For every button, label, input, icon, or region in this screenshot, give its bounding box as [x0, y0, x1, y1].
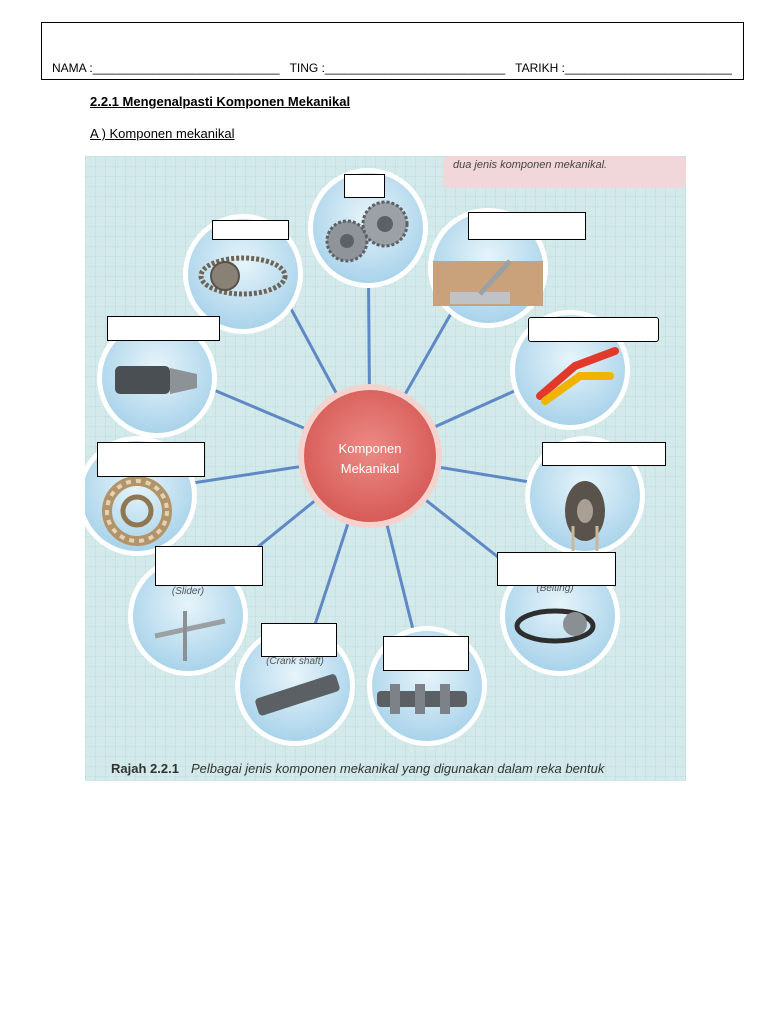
drill-chuck-icon [115, 366, 170, 394]
chain-icon [198, 255, 288, 297]
answer-blank-pliers[interactable] [528, 317, 659, 342]
crankshaft-icon [255, 674, 340, 716]
answer-blank-pulley[interactable] [542, 442, 666, 466]
belting-hint: (Belting) [536, 583, 573, 594]
slider-node: (Slider) [128, 556, 248, 676]
slider-hint: (Slider) [172, 586, 204, 597]
ting-label: TING : [289, 61, 325, 75]
chain-sprocket-node [183, 214, 303, 334]
answer-blank-sprocket[interactable] [212, 220, 289, 240]
student-info-box: NAMA :____________________________ TING … [41, 22, 744, 80]
bevel-gear-node [308, 168, 428, 288]
figure-caption-text: Pelbagai jenis komponen mekanikal yang d… [191, 761, 606, 776]
answer-blank-bearing[interactable] [97, 442, 205, 477]
section-subtitle: A ) Komponen mekanikal [90, 126, 235, 141]
center-label-line2: Mekanikal [341, 461, 400, 476]
answer-blank-drill-chuck[interactable] [107, 316, 220, 341]
sprocket-icon [210, 261, 240, 291]
component-circles: (Slider) (Belting) (Crank shaft) [85, 168, 645, 746]
belt-icon [514, 608, 596, 644]
top-note-box [443, 156, 686, 188]
top-note-text: dua jenis komponen mekanikal. [453, 159, 607, 171]
center-circle [304, 390, 436, 522]
student-info-fields: NAMA :____________________________ TING … [52, 61, 732, 75]
figure-drawing: dua jenis komponen mekanikal. Komponen M… [85, 156, 686, 781]
belting-node: (Belting) [500, 556, 620, 676]
nama-field[interactable]: ____________________________ [92, 61, 280, 75]
answer-blank-belting[interactable] [497, 552, 616, 586]
figure-caption-label: Rajah 2.2.1 [111, 761, 179, 776]
drill-chuck-node [97, 318, 217, 438]
door-closer-icon [450, 292, 510, 304]
answer-blank-camshaft[interactable] [383, 636, 469, 671]
crankshaft-hint: (Crank shaft) [266, 656, 324, 667]
tarikh-field[interactable]: _________________________ [564, 61, 732, 75]
tarikh-label: TARIKH : [515, 61, 565, 75]
mechanical-components-figure: dua jenis komponen mekanikal. Komponen M… [85, 156, 686, 781]
ting-field[interactable]: ___________________________ [324, 61, 506, 75]
answer-blank-door-closer[interactable] [468, 212, 586, 240]
slider-icon [154, 618, 226, 639]
answer-blank-gear[interactable] [344, 174, 385, 198]
pulley-node [525, 436, 645, 556]
answer-blank-slider[interactable] [155, 546, 263, 586]
pliers-icon [536, 347, 619, 400]
section-title: 2.2.1 Mengenalpasti Komponen Mekanikal [90, 94, 351, 109]
nama-label: NAMA : [52, 61, 93, 75]
answer-blank-crankshaft[interactable] [261, 623, 337, 657]
center-label-line1: Komponen [339, 441, 402, 456]
